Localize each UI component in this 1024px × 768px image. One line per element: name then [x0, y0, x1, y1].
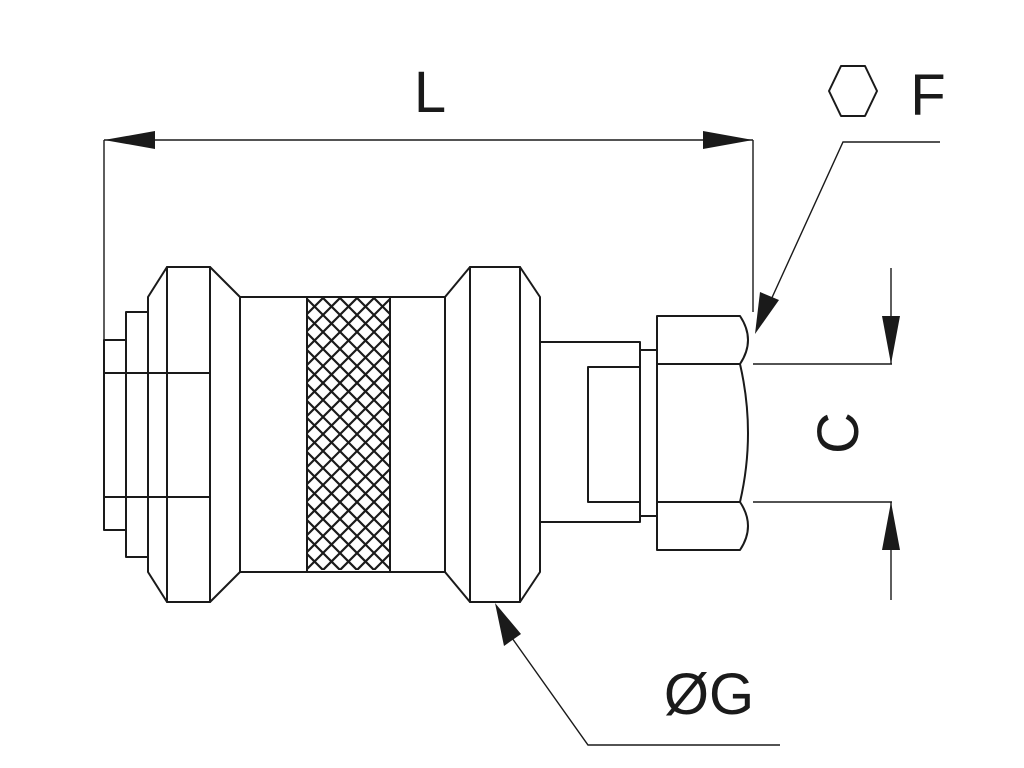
knurl-line — [338, 519, 390, 570]
knurl-line — [307, 639, 390, 722]
knurl-line — [307, 315, 390, 400]
knurl-line — [307, 571, 390, 654]
knurl-line — [307, 485, 390, 570]
hex-dimension: F — [755, 63, 946, 334]
thread-label: C — [806, 412, 871, 454]
knurl-line — [321, 502, 390, 570]
length-label: L — [414, 60, 446, 125]
neck-washer — [639, 349, 658, 517]
hexagon-icon — [828, 65, 878, 117]
knurl-line — [307, 434, 390, 519]
length-arrow-left — [104, 131, 155, 149]
knurl-line — [307, 366, 390, 451]
neck-inner — [587, 366, 641, 503]
knurl-line — [307, 417, 390, 502]
knurl-line — [354, 297, 390, 332]
knurl-line — [307, 605, 390, 688]
knurl-line — [307, 639, 390, 722]
knurl-line — [307, 297, 326, 315]
end-step-inner — [125, 311, 149, 558]
knurl-line — [388, 297, 390, 298]
knurl-line — [371, 297, 390, 315]
knurl-line — [307, 553, 325, 570]
knurl-line — [307, 571, 390, 654]
diameter-dimension: ØG — [495, 603, 780, 746]
knurl-line — [307, 297, 343, 332]
middle-sleeve — [239, 296, 446, 573]
knurl-line — [307, 297, 360, 349]
knurl-line — [355, 536, 390, 570]
knurl-line — [307, 332, 390, 417]
knurl-line — [307, 298, 390, 383]
length-arrow-right — [703, 131, 753, 149]
diameter-leader-arrow — [495, 603, 521, 646]
hex-label: F — [910, 63, 945, 128]
knurl-line — [307, 536, 342, 570]
thread-arrow-bottom — [882, 502, 900, 550]
end-step-outer — [103, 339, 127, 531]
thread-arrow-top — [882, 316, 900, 364]
knurl-line — [307, 451, 390, 536]
right-collar — [444, 266, 541, 603]
knurl-line — [307, 468, 390, 553]
fitting-body — [103, 266, 749, 722]
hex-leader-arrow — [755, 292, 779, 334]
knurl-line — [307, 383, 390, 468]
knurl-line — [307, 588, 390, 671]
length-dimension: L — [103, 60, 754, 530]
knurl-line — [307, 622, 390, 705]
thread-dimension: C — [753, 268, 900, 600]
neck — [539, 341, 641, 523]
knurl-pattern — [307, 297, 390, 722]
knurl-line — [307, 297, 309, 298]
knurl-line — [372, 553, 390, 570]
knurl-line — [307, 400, 390, 485]
knurl-line — [307, 297, 377, 366]
knurl-line — [307, 588, 390, 671]
hex-nut — [656, 315, 749, 551]
diameter-label: ØG — [664, 662, 754, 727]
knurl-line — [307, 349, 390, 434]
left-collar — [147, 266, 241, 603]
knurl-line — [307, 622, 390, 705]
knurl-line — [307, 605, 390, 688]
hex-leader-line — [769, 141, 940, 303]
diameter-leader-line — [511, 637, 780, 746]
